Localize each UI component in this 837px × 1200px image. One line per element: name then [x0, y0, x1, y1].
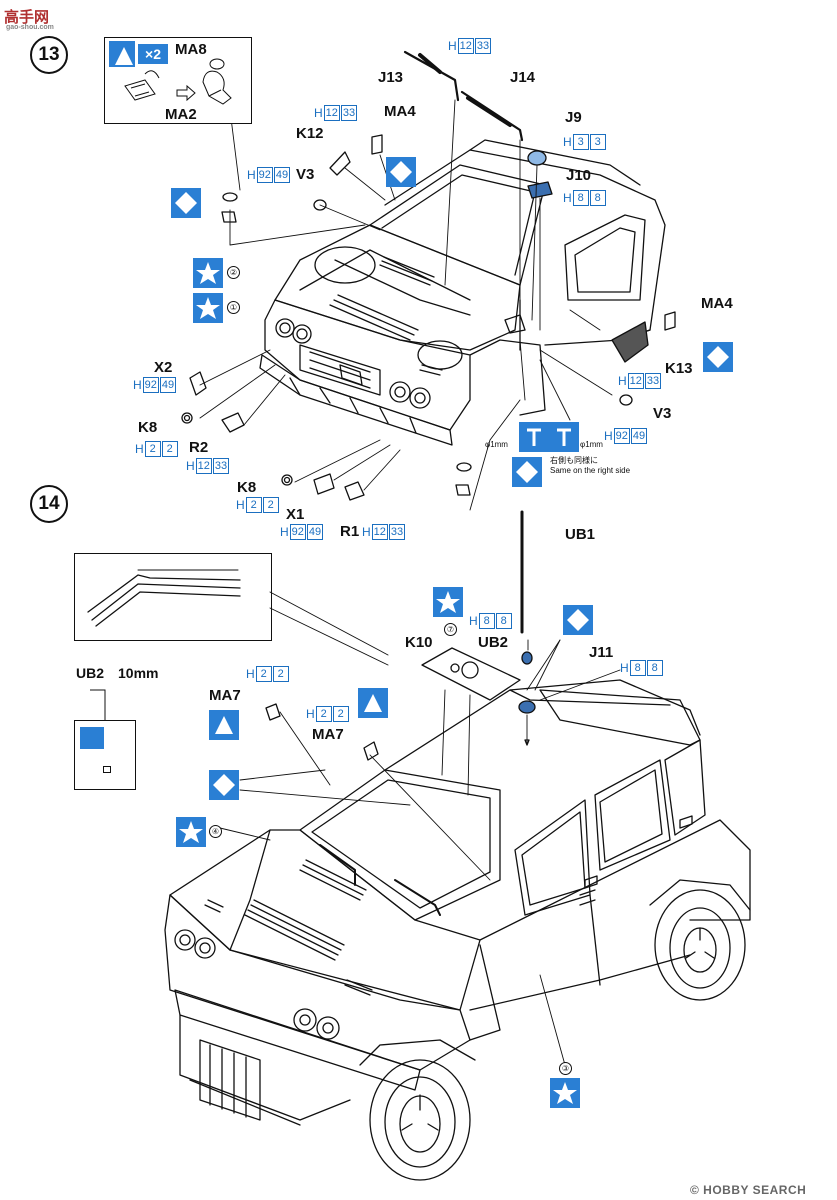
glue-diamond-icon [563, 605, 593, 635]
decal-star-icon [433, 587, 463, 617]
ub2-length: 10mm [118, 665, 159, 681]
label-j9: J9 [565, 109, 582, 126]
glue-diamond-icon [171, 188, 201, 218]
glue-diamond-icon [386, 157, 416, 187]
label-ub2: UB2 [478, 634, 509, 651]
ub2-caption: UB2 [76, 665, 105, 681]
label-j10: J10 [566, 167, 592, 184]
decal-star-icon [193, 258, 223, 288]
decal-star-icon [176, 817, 206, 847]
label-v3-right: V3 [653, 405, 672, 422]
step13-inset-panel: ×2 MA8 MA2 [104, 37, 252, 124]
label-ma8: MA8 [175, 41, 207, 58]
site-logo: 高手网 [4, 9, 50, 26]
watermark: © HOBBY SEARCH [690, 1183, 807, 1197]
glue-triangle-icon [209, 710, 239, 740]
glue-triangle-icon [109, 41, 135, 67]
label-x1: X1 [286, 506, 305, 523]
drill-hole-icon [519, 422, 549, 452]
drill-size-right: φ1mm [580, 440, 603, 449]
decal-number-3: ③ [559, 1062, 572, 1075]
label-ma2: MA2 [165, 106, 197, 123]
ub2-leader [90, 689, 106, 720]
drill-hole-icon [549, 422, 579, 452]
step14-detail-panel [74, 553, 272, 641]
label-r1: R1 [340, 523, 360, 540]
decal-number-4: ④ [209, 825, 222, 838]
label-k12: K12 [296, 125, 324, 142]
ub2-decal-marker [103, 766, 111, 773]
decal-number-2: ② [227, 266, 240, 279]
label-k13: K13 [665, 360, 693, 377]
glue-diamond-icon [512, 457, 542, 487]
label-ma7-b: MA7 [312, 726, 344, 743]
ub2-decal-panel [74, 720, 136, 790]
ub2-decal-swatch [80, 727, 104, 749]
decal-number-1: ① [227, 301, 240, 314]
label-r2: R2 [189, 439, 209, 456]
decal-star-icon [193, 293, 223, 323]
label-ub1: UB1 [565, 526, 596, 543]
label-k8-a: K8 [138, 419, 158, 436]
label-v3-left: V3 [296, 166, 315, 183]
glue-triangle-icon [358, 688, 388, 718]
step-13-badge: 13 [30, 36, 68, 74]
label-x2: X2 [154, 359, 173, 376]
label-ma7-a: MA7 [209, 687, 241, 704]
site-logo-url: gao-shou.com [6, 24, 54, 31]
note-english: Same on the right side [550, 466, 631, 475]
label-j11: J11 [589, 644, 614, 661]
glue-diamond-icon [209, 770, 239, 800]
inset-drawing [124, 58, 232, 105]
decal-number-7: ⑦ [444, 623, 457, 636]
quantity-badge: ×2 [138, 44, 168, 64]
label-k10: K10 [405, 634, 433, 651]
glue-diamond-icon [703, 342, 733, 372]
note-japanese: 右側も同様に [550, 456, 598, 465]
drill-size-left: φ1mm [485, 440, 508, 449]
label-ma4-top: MA4 [384, 103, 416, 120]
decal-star-icon [550, 1078, 580, 1108]
label-ma4-right: MA4 [701, 295, 733, 312]
label-k8-b: K8 [237, 479, 257, 496]
label-j13: J13 [378, 69, 404, 86]
step-14-badge: 14 [30, 485, 68, 523]
label-j14: J14 [510, 69, 536, 86]
